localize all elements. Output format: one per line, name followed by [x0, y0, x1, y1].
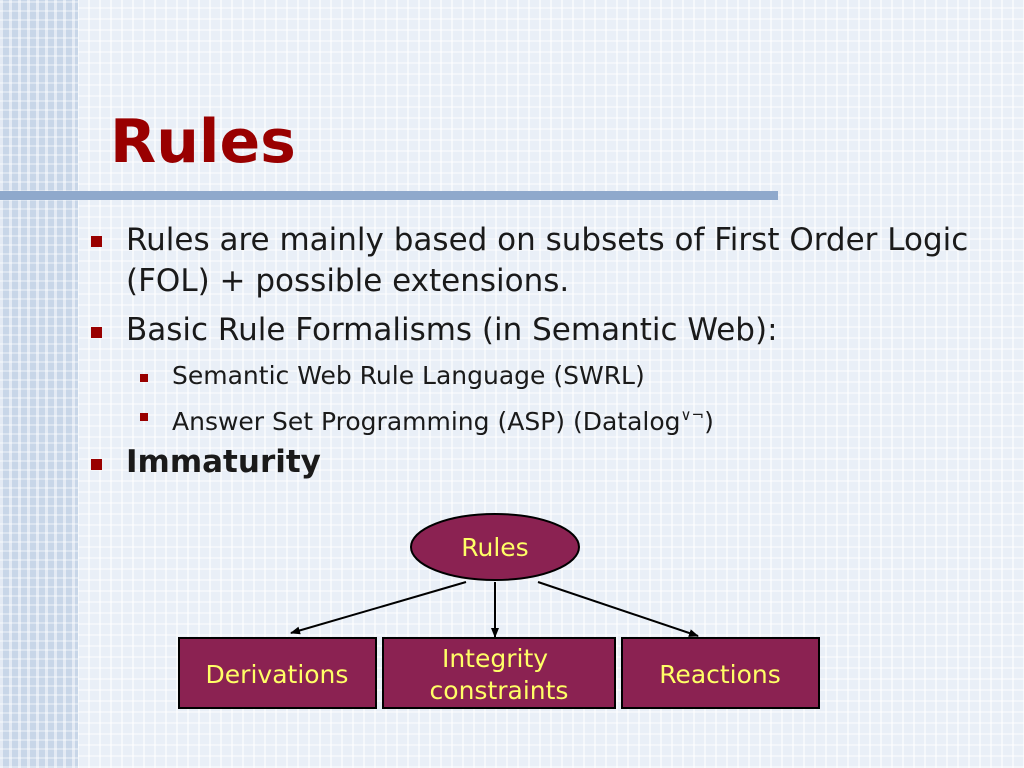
- bullet-item: Rules are mainly based on subsets of Fir…: [126, 222, 969, 299]
- bullet-square-icon: [91, 327, 102, 338]
- sub-bullet-item: Answer Set Programming (ASP) (Datalog∨¬): [172, 399, 1002, 438]
- node-integrity-constraints: [382, 637, 616, 709]
- node-rules-label: Rules: [461, 533, 528, 562]
- bullet-square-icon: [91, 236, 102, 247]
- sub-bullet-text-after: ): [704, 407, 714, 436]
- node-reactions-label: Reactions: [659, 660, 781, 689]
- node-derivations: [178, 637, 377, 709]
- edge-rules-to-reactions: [537, 581, 699, 637]
- sub-bullet-text: Answer Set Programming (ASP) (Datalog: [172, 407, 681, 436]
- bullet-item-bold: Immaturity: [126, 444, 321, 480]
- node-rules: [410, 513, 580, 581]
- edge-rules-to-derivations: [290, 581, 467, 635]
- left-decorative-band: [0, 0, 78, 768]
- node-reactions: [621, 637, 820, 709]
- sub-bullet-item: Semantic Web Rule Language (SWRL): [172, 361, 645, 390]
- node-derivations-label: Derivations: [206, 660, 349, 689]
- sub-bullet-square-icon: [140, 413, 148, 421]
- title-underline-rule: [0, 191, 778, 200]
- sub-bullet-square-icon: [140, 374, 148, 382]
- slide-title: Rules: [110, 107, 296, 177]
- bullet-item: Basic Rule Formalisms (in Semantic Web):: [126, 312, 778, 348]
- node-integrity-constraints-label-line-1: Integrity: [442, 644, 548, 673]
- bullet-square-icon: [91, 459, 102, 470]
- node-integrity-constraints-label-line-2: constraints: [430, 676, 569, 705]
- datalog-superscript: ∨¬: [680, 406, 705, 424]
